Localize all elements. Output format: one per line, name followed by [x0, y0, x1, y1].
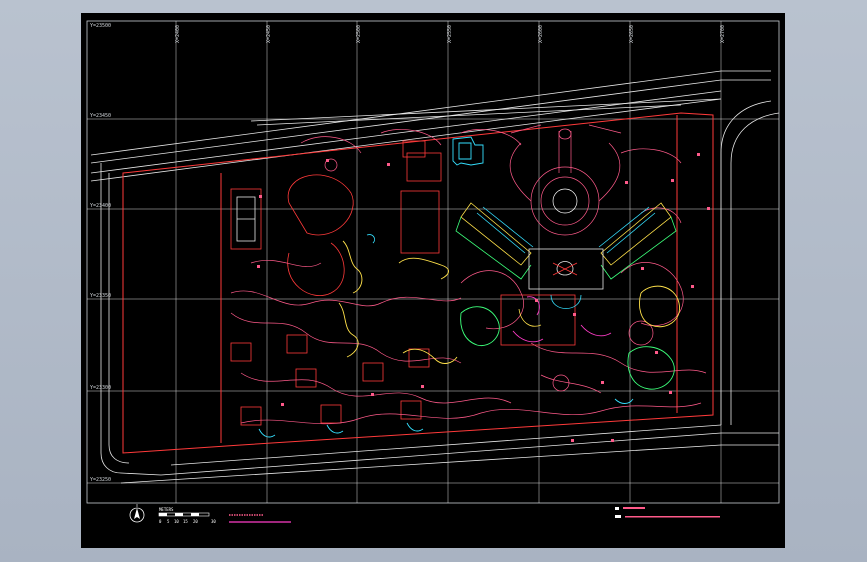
- title-block-marks: [615, 507, 720, 518]
- grid-label-x: X=2450: [266, 25, 272, 43]
- building-wings: [455, 202, 677, 327]
- grid-label-x: X=2400: [175, 25, 181, 43]
- north-arrow-icon: [129, 504, 145, 523]
- grid-label-y: Y=23400: [90, 203, 111, 209]
- planting-markers: [257, 153, 710, 442]
- scale-bar: [158, 512, 210, 517]
- grid-label-y: Y=23500: [90, 23, 111, 29]
- drawing-frame: [86, 20, 780, 504]
- grid-label-x: X=2650: [629, 25, 635, 43]
- grid-label-y: Y=23300: [90, 385, 111, 391]
- scale-tick: 20: [193, 519, 198, 524]
- grid-label-x: X=2600: [538, 25, 544, 43]
- grid-label-y: Y=23350: [90, 293, 111, 299]
- central-axis: [509, 124, 622, 236]
- grid-label-y: Y=23250: [90, 477, 111, 483]
- grid-labels-y: Y=23500 Y=23450 Y=23400 Y=23350 Y=23300 …: [90, 23, 111, 483]
- grid-label-y: Y=23450: [90, 113, 111, 119]
- grid-label-x: X=2700: [720, 25, 726, 43]
- scale-bar-heading: METERS: [159, 507, 174, 512]
- building-outlines: [230, 140, 576, 426]
- scale-tick: 10: [174, 519, 179, 524]
- scale-tick: 5: [167, 519, 170, 524]
- grid-label-x: X=2500: [356, 25, 362, 43]
- grid-label-x: X=2550: [447, 25, 453, 43]
- roads: [90, 70, 780, 484]
- legend-block: METERS 0 5 10 15 20 30: [129, 504, 291, 524]
- scale-tick: 0: [159, 519, 162, 524]
- drawing-viewport[interactable]: X=2400 X=2450 X=2500 X=2550 X=2600 X=265…: [81, 13, 785, 548]
- scale-tick: 15: [183, 519, 188, 524]
- garden-paths: [230, 129, 707, 425]
- site-boundary: [122, 112, 714, 454]
- cyan-building: [452, 136, 484, 166]
- scale-bar-ticks: 0 5 10 15 20 30: [159, 519, 216, 524]
- scale-tick: 30: [211, 519, 216, 524]
- grid-labels-x: X=2400 X=2450 X=2500 X=2550 X=2600 X=265…: [175, 25, 726, 43]
- water-features: [258, 234, 680, 438]
- site-plan-drawing: X=2400 X=2450 X=2500 X=2550 X=2600 X=265…: [81, 13, 785, 548]
